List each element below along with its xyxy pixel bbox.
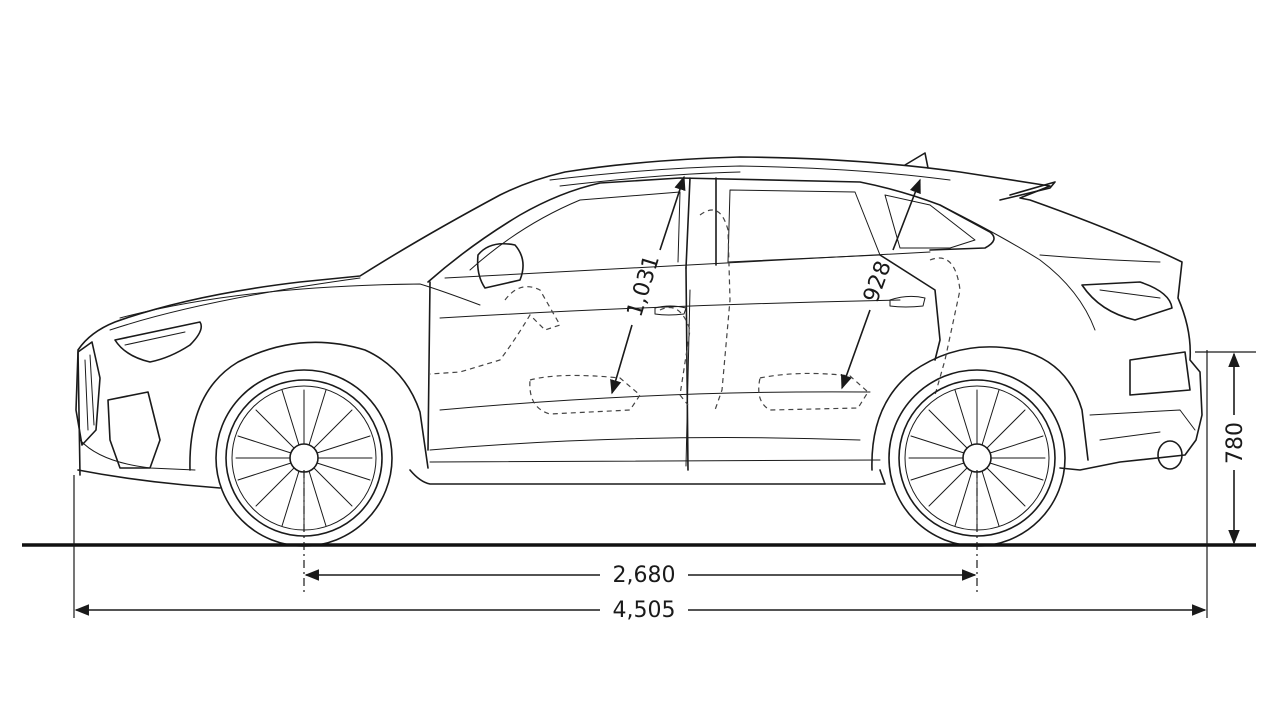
rear-headroom-dimension: 928 (840, 178, 921, 390)
wheelbase-dimension: 2,680 (304, 563, 977, 588)
rear-headroom-label: 928 (859, 258, 897, 306)
overall-length-label: 4,505 (613, 598, 676, 623)
front-headroom-dimension: 1,031 (610, 175, 686, 395)
extension-lines (73, 350, 1256, 618)
overall-length-dimension: 4,505 (74, 598, 1207, 623)
seat-outlines (429, 209, 961, 415)
height-dimension: 780 (1223, 352, 1248, 545)
wheelbase-label: 2,680 (613, 563, 676, 588)
height-label: 780 (1223, 422, 1248, 464)
front-headroom-label: 1,031 (623, 252, 665, 320)
